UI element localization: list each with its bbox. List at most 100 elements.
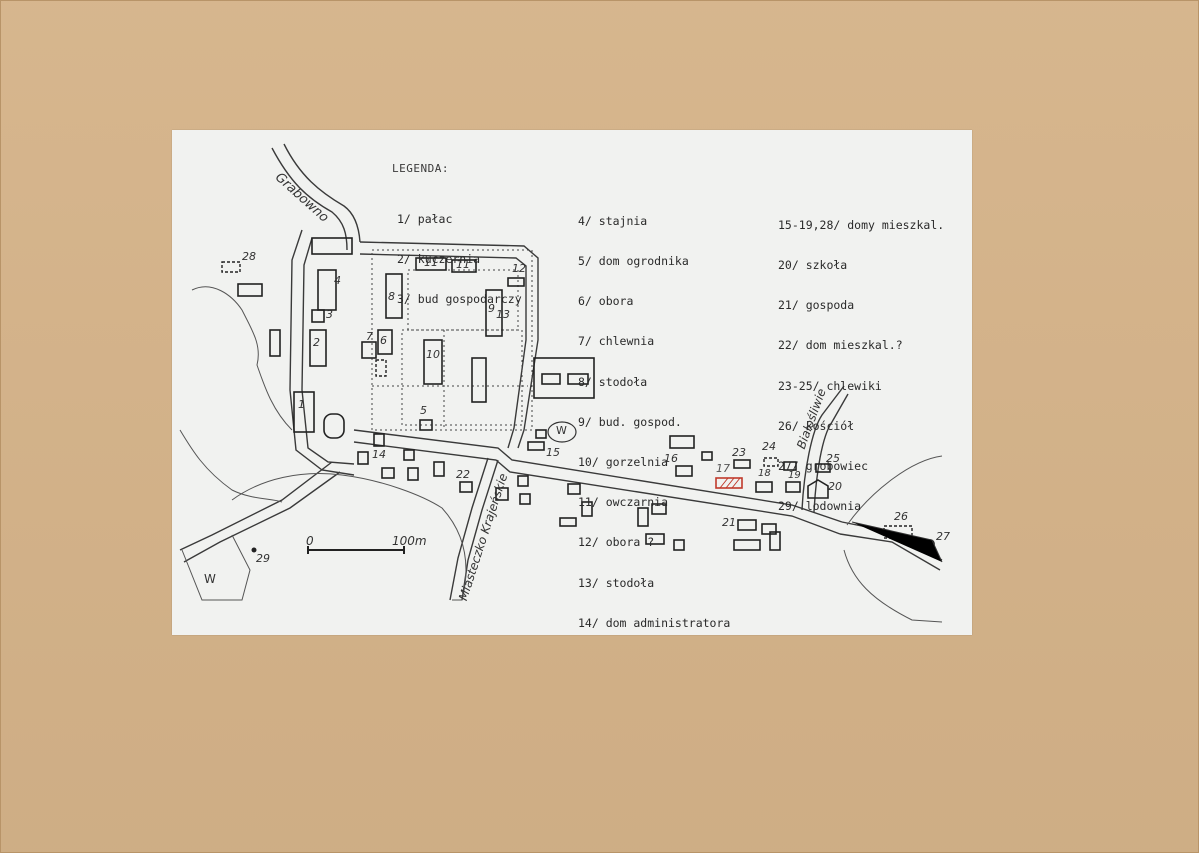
building-12 (507, 277, 525, 287)
road-grabowno (271, 147, 348, 251)
number-label: 14 (372, 448, 386, 461)
legend-column-3: 15-19,28/ domy mieszkal. 20/ szkoła 21/ … (778, 192, 944, 540)
number-label: 20 (828, 480, 842, 493)
road-estate-east (359, 241, 539, 449)
water-label-east: W (556, 424, 567, 437)
number-label: 27 (936, 530, 950, 543)
building-misc-2 (269, 329, 281, 357)
number-label: 13 (496, 308, 510, 321)
legend-item: 6/ obora (578, 294, 634, 309)
number-label: 25 (826, 452, 840, 465)
building-11b (451, 259, 477, 273)
number-label: 22 (456, 468, 470, 481)
legend-item: 15-19,28/ domy mieszkal. (778, 217, 945, 232)
building-5 (419, 419, 433, 431)
building-11a (415, 257, 447, 271)
scale-bar (307, 546, 405, 554)
legend-item: 8/ stodoła (578, 374, 648, 389)
building-13 (471, 357, 487, 403)
road-estate-west (289, 229, 355, 476)
legend-item: 26/ kościół (778, 418, 855, 433)
number-label: 18 (758, 468, 771, 479)
number-label: 21 (722, 516, 736, 529)
road-bialosliwie (801, 385, 845, 511)
number-label: 9 (488, 302, 495, 315)
building-29-icehouse (251, 547, 257, 553)
building-misc-3 (323, 413, 345, 439)
number-label: 28 (242, 250, 256, 263)
number-label: 26 (894, 510, 908, 523)
number-label: 11 (456, 258, 470, 271)
legend-item: 7/ chlewnia (578, 334, 655, 349)
pond-east (547, 421, 577, 443)
legend-item: 12/ obora ? (578, 535, 655, 550)
number-label: 15 (546, 446, 560, 459)
legend-item: 14/ dom administratora (578, 615, 731, 630)
building-18 (755, 481, 773, 493)
map-sheet: LEGENDA: 1/ pałac 2/ kuczernia 3/ bud go… (172, 130, 972, 635)
legend-item: 9/ bud. gospod. (578, 414, 682, 429)
legend-item: 3/ bud gospodarczy (397, 292, 522, 307)
building-9 (485, 289, 503, 337)
number-label: 6 (380, 334, 387, 347)
building-misc-1 (237, 283, 263, 297)
legend-item: 20/ szkoła (778, 258, 848, 273)
building-2 (309, 329, 327, 367)
number-label: 23 (732, 446, 746, 459)
number-label: 11 (424, 256, 438, 269)
building-20 (807, 479, 829, 499)
building-7b (375, 359, 387, 377)
legend-item: 11/ owczarnia (578, 495, 669, 510)
building-14 (373, 433, 385, 447)
building-10 (423, 339, 443, 385)
road-main (353, 429, 843, 523)
legend-item: 27/ grobowiec (778, 459, 869, 474)
number-label: 4 (334, 274, 341, 287)
water-label-southwest: W (204, 572, 216, 586)
number-label: 3 (326, 308, 333, 321)
number-label: 29 (256, 552, 270, 565)
building-25 (815, 463, 831, 473)
building-north (311, 237, 353, 255)
building-1 (293, 391, 315, 433)
building-4 (317, 269, 337, 311)
building-21 (737, 519, 757, 531)
legend-item: 1/ pałac (397, 211, 453, 226)
building-16 (675, 465, 693, 477)
number-label: 8 (388, 290, 395, 303)
building-17-highlighted (715, 477, 743, 489)
building-3 (311, 309, 325, 323)
number-label: 7 (366, 330, 373, 343)
legend-title: LEGENDA: (392, 162, 449, 175)
legend-item: 10/ gorzelnia (578, 455, 669, 470)
legend-item: 23-25/ chlewiki (778, 378, 882, 393)
legend-item: 2/ kuczernia (397, 252, 481, 267)
legend-item: 13/ stodoła (578, 575, 655, 590)
legend-item: 21/ gospoda (778, 298, 855, 313)
scale-zero: 0 (306, 534, 314, 548)
number-label: 12 (512, 262, 526, 275)
number-label: 1 (298, 398, 305, 411)
number-label: 10 (426, 348, 440, 361)
number-label: 16 (664, 452, 678, 465)
legend-item: 5/ dom ogrodnika (578, 254, 689, 269)
number-label: 17 (716, 462, 730, 475)
number-label: 2 (313, 336, 320, 349)
number-label: 5 (420, 404, 427, 417)
building-28 (221, 261, 241, 273)
building-23 (733, 459, 751, 469)
scale-end: 100m (392, 534, 427, 548)
legend-item: 22/ dom mieszkal.? (778, 338, 903, 353)
legend-column-1: 1/ pałac 2/ kuczernia 3/ bud gospodarczy (397, 186, 522, 333)
legend-column-2: 4/ stajnia 5/ dom ogrodnika 6/ obora 7/ … (578, 188, 730, 657)
building-19 (785, 481, 801, 493)
building-15 (527, 441, 545, 451)
building-8 (385, 273, 403, 319)
buildings (237, 237, 831, 551)
building-misc-4 (533, 357, 595, 399)
number-label: 19 (788, 470, 801, 481)
building-6 (377, 329, 393, 355)
legend-item: 29/ lodownia (778, 499, 862, 514)
number-label: 24 (762, 440, 776, 453)
legend-item: 4/ stajnia (578, 213, 648, 228)
